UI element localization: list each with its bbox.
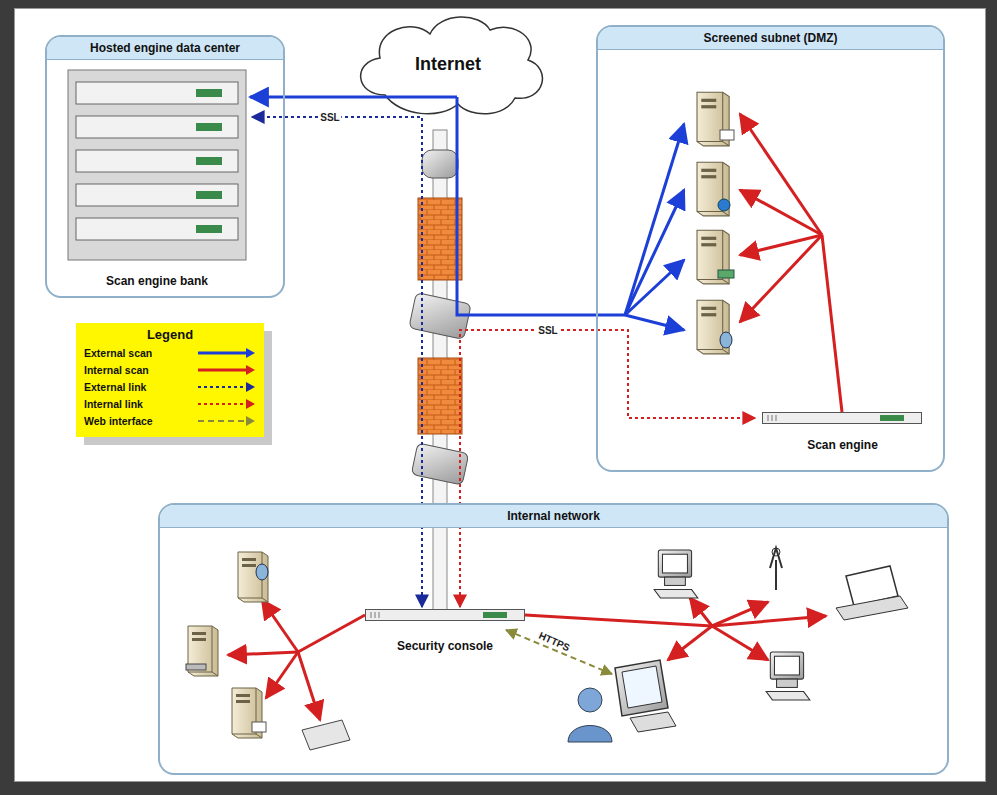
region-box: Screened subnet (DMZ) Scan engine — [596, 25, 945, 472]
legend-text: External scan — [84, 347, 152, 359]
edge-label: SSL — [318, 112, 341, 123]
node-label: Security console — [395, 639, 495, 653]
internet-cloud: Internet — [358, 14, 538, 114]
legend-box: LegendExternal scanInternal scanExternal… — [76, 323, 264, 437]
scan-engine: Scan engine — [755, 408, 930, 452]
legend-text: External link — [84, 381, 146, 393]
scan-engine-bank: Scan engine bank — [62, 68, 252, 288]
region-heading: Hosted engine data center — [47, 37, 283, 60]
legend-sample — [196, 381, 256, 393]
legend-text: Internal scan — [84, 364, 149, 376]
node-label: Internet — [415, 54, 481, 75]
legend-row: Internal scan — [84, 361, 256, 378]
legend-sample — [196, 347, 256, 359]
region-box: Hosted engine data centerScan engine ban… — [45, 35, 285, 298]
legend-row: Web interface — [84, 412, 256, 429]
legend-row: External scan — [84, 344, 256, 361]
legend-row: External link — [84, 378, 256, 395]
edge-label: SSL — [536, 325, 559, 336]
legend-sample — [196, 364, 256, 376]
legend-row: Internal link — [84, 395, 256, 412]
legend-text: Internal link — [84, 398, 143, 410]
node-label: Scan engine — [805, 438, 880, 452]
legend-sample — [196, 415, 256, 427]
legend-title: Legend — [84, 327, 256, 342]
link-connector — [252, 117, 422, 607]
security-console: Security console — [355, 605, 535, 653]
legend-text: Web interface — [84, 415, 153, 427]
legend-sample — [196, 398, 256, 410]
region-heading: Internal network — [160, 505, 947, 528]
region-heading: Screened subnet (DMZ) — [598, 27, 943, 50]
node-label: Scan engine bank — [104, 274, 210, 288]
link-label: HTTPS — [537, 630, 571, 653]
link-connector — [460, 330, 755, 607]
